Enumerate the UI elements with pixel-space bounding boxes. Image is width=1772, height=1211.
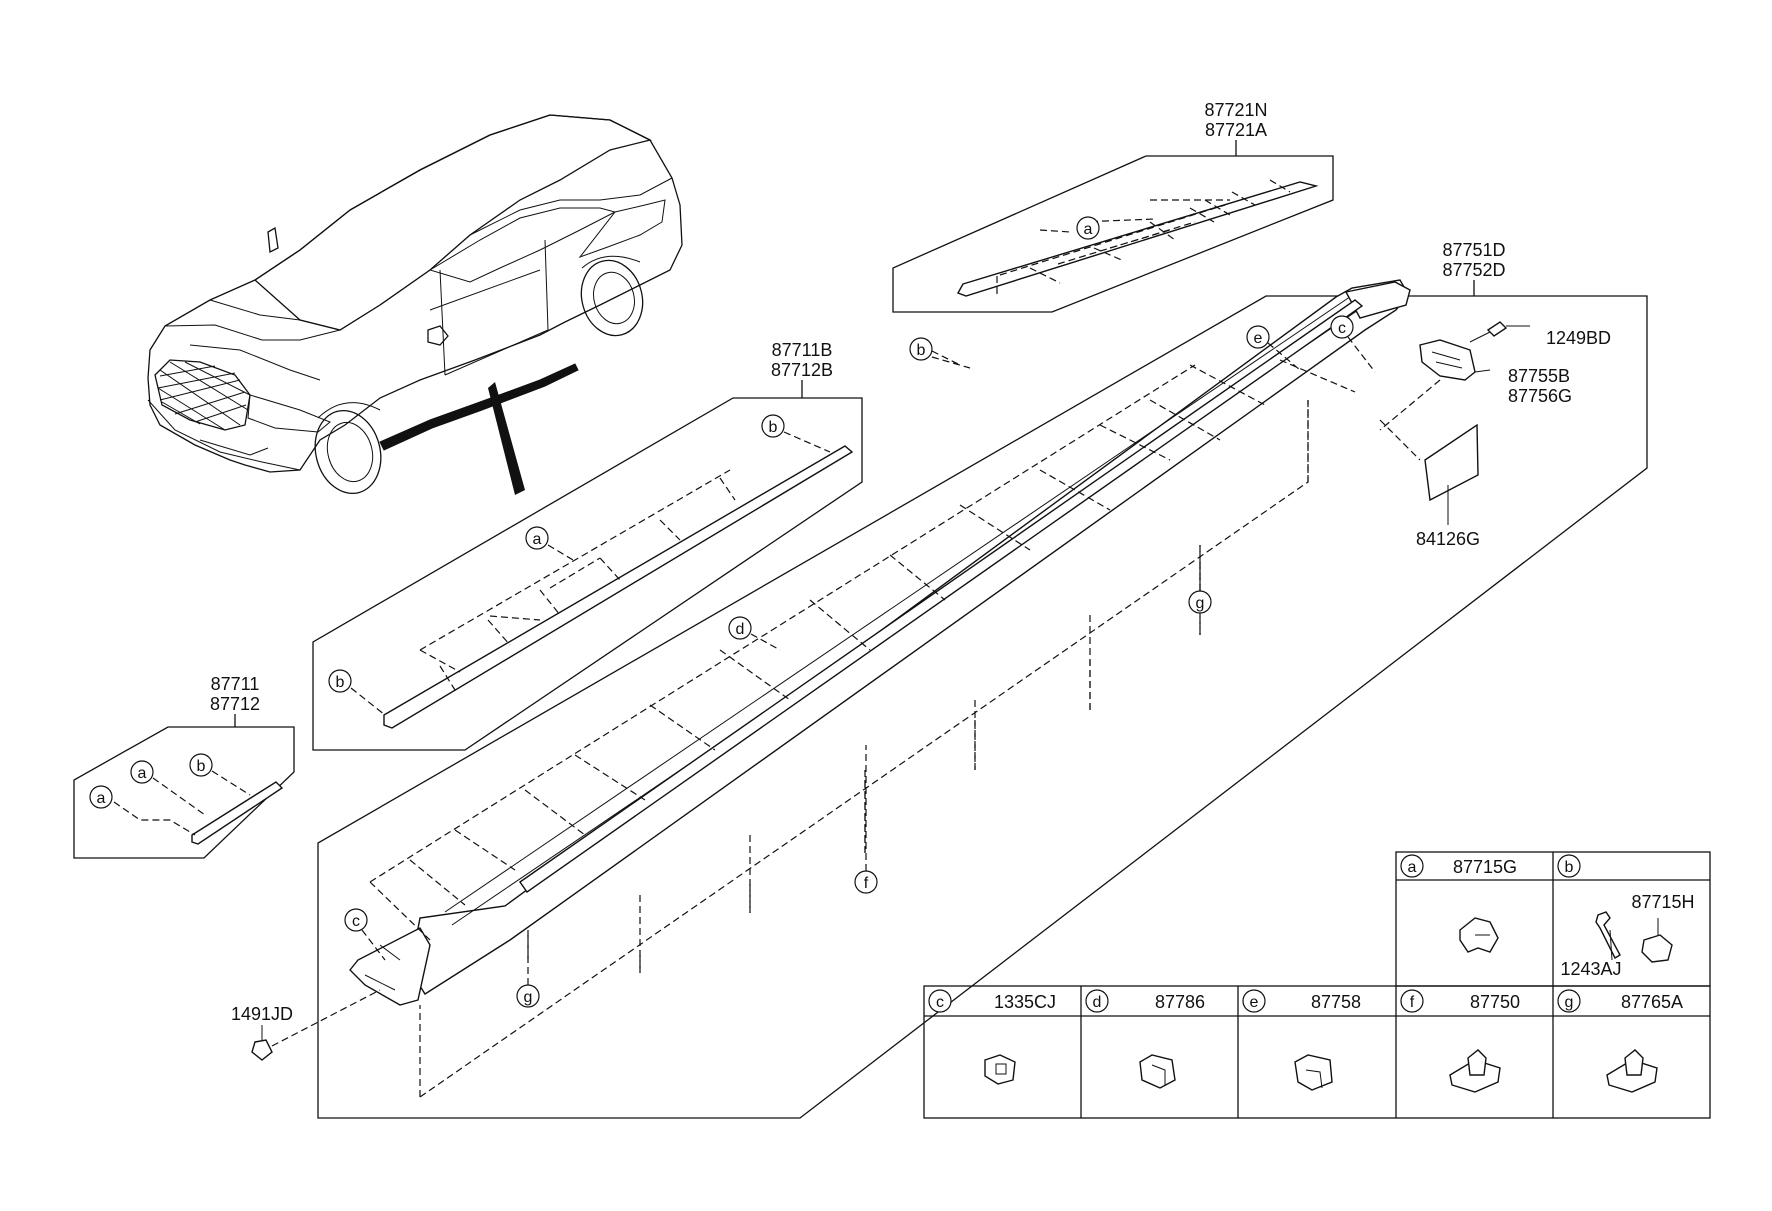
callout-c-rear: c <box>1330 315 1376 373</box>
svg-text:e: e <box>1250 994 1259 1011</box>
legend-part-87758: 87758 <box>1311 992 1361 1012</box>
legend-part-87786: 87786 <box>1155 992 1205 1012</box>
svg-text:c: c <box>1338 320 1346 337</box>
group-short-molding: 87711 87712 a a b <box>73 674 295 859</box>
part-label-87755B: 87755B <box>1508 366 1570 386</box>
screw-1249BD <box>1469 321 1530 343</box>
legend-cell-b: b 87715H 1243AJ <box>1557 854 1695 979</box>
pad-84126G <box>1424 423 1479 502</box>
part-label-87756G: 87756G <box>1508 386 1572 406</box>
part-label-87721A: 87721A <box>1205 120 1267 140</box>
callout-b-front-2: b <box>328 669 386 716</box>
callout-a-short-1: a <box>89 785 113 809</box>
side-sill-body <box>409 279 1409 995</box>
callout-g-left: g <box>516 935 540 1008</box>
part-label-84126G: 84126G <box>1416 529 1480 549</box>
legend-part-87715G: 87715G <box>1453 857 1517 877</box>
callout-b-short: b <box>189 753 251 796</box>
callout-a-front: a <box>525 526 574 561</box>
part-label-87712: 87712 <box>210 694 260 714</box>
svg-text:d: d <box>736 621 745 638</box>
short-molding-strip <box>191 781 284 845</box>
side-sill-molding <box>519 299 1364 893</box>
callout-e: e <box>1246 325 1356 393</box>
clip-87786-icon <box>1139 1054 1176 1089</box>
screw-1243AJ-icon <box>1595 911 1621 959</box>
callout-b-top: b <box>909 337 961 366</box>
svg-text:a: a <box>1084 221 1093 238</box>
clip-87758-icon <box>1294 1054 1333 1091</box>
bracket-part <box>1419 339 1476 381</box>
svg-text:a: a <box>97 790 106 807</box>
svg-text:b: b <box>1565 859 1574 876</box>
callout-a-short-2: a <box>130 760 206 816</box>
svg-text:a: a <box>533 531 542 548</box>
legend-cell-g: g 87765A <box>1557 989 1683 1093</box>
bolt-1491JD: 1491JD <box>231 989 381 1061</box>
callout-f: f <box>854 745 878 894</box>
svg-text:b: b <box>917 342 926 359</box>
svg-text:c: c <box>352 913 360 930</box>
part-label-87711B: 87711B <box>772 340 833 360</box>
callout-a-top: a <box>1076 216 1100 240</box>
part-label-87751D: 87751D <box>1442 240 1505 260</box>
top-molding-strip <box>956 181 1319 297</box>
callout-g-right: g <box>1188 545 1212 614</box>
callout-d: d <box>728 616 781 651</box>
legend-part-87750: 87750 <box>1470 992 1520 1012</box>
side-sill-front-end <box>349 927 431 1006</box>
car-illustration <box>147 114 683 495</box>
callout-b-front-1: b <box>761 414 831 453</box>
svg-text:g: g <box>1196 595 1205 612</box>
svg-text:b: b <box>197 758 206 775</box>
legend-part-1243AJ: 1243AJ <box>1560 959 1621 979</box>
svg-text:g: g <box>1565 994 1574 1011</box>
svg-text:e: e <box>1254 330 1263 347</box>
svg-text:a: a <box>138 765 147 782</box>
legend-part-1335CJ: 1335CJ <box>994 992 1056 1012</box>
legend-table: a 87715G b 87715H 1243AJ c 1335CJ <box>923 851 1711 1119</box>
callout-c-front: c <box>344 908 386 961</box>
part-label-87712B: 87712B <box>771 360 833 380</box>
svg-text:b: b <box>336 674 345 691</box>
clip-1335CJ-icon <box>984 1054 1016 1085</box>
legend-cell-c: c 1335CJ <box>928 989 1056 1085</box>
svg-text:b: b <box>769 419 778 436</box>
svg-text:f: f <box>864 875 869 892</box>
legend-cell-f: f 87750 <box>1400 989 1520 1093</box>
legend-part-87715H: 87715H <box>1631 892 1694 912</box>
grille-mesh <box>157 361 251 431</box>
svg-text:c: c <box>936 994 944 1011</box>
part-label-87752D: 87752D <box>1442 260 1505 280</box>
group-top-molding: 87721N 87721A a b <box>892 100 1334 369</box>
side-sill-rear-end <box>1344 281 1411 319</box>
svg-text:f: f <box>1410 994 1415 1011</box>
part-label-1491JD: 1491JD <box>231 1004 293 1024</box>
legend-cell-e: e 87758 <box>1242 989 1361 1091</box>
svg-text:a: a <box>1408 859 1417 876</box>
nut-87715H-icon <box>1641 934 1673 963</box>
svg-text:g: g <box>524 989 533 1006</box>
legend-part-87765A: 87765A <box>1621 992 1683 1012</box>
front-molding-strip <box>383 445 854 729</box>
legend-cell-a: a 87715G <box>1400 854 1517 953</box>
legend-cell-d: d 87786 <box>1085 989 1205 1089</box>
part-label-87721N: 87721N <box>1204 100 1267 120</box>
part-label-87711: 87711 <box>211 674 260 694</box>
group-side-sill: 87751D 87752D d f g <box>317 240 1648 1119</box>
part-label-1249BD: 1249BD <box>1546 328 1611 348</box>
group-front-molding: 87711B 87712B a b b <box>312 340 863 751</box>
svg-text:d: d <box>1093 994 1102 1011</box>
